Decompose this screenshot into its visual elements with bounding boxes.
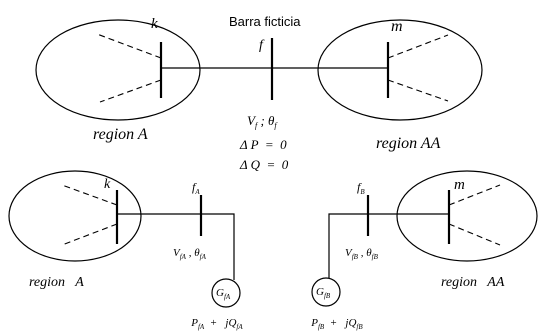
region-aa-ellipse (317, 19, 483, 121)
bottom-left-diagram: k fA region A VfA , θfA GfA PfA + jQfA (8, 170, 256, 332)
power-injection-fa: PfA + jQfA (172, 317, 256, 332)
region-a-ellipse-split (8, 170, 142, 262)
generator-fb-circle (311, 277, 341, 307)
generator-fb-label: GfB (316, 286, 331, 300)
bus-fb-label: fB (357, 180, 365, 196)
region-a-label-split: region A (29, 275, 84, 290)
delta-q-equation: Δ Q = 0 (239, 157, 289, 172)
dashed-branch-aa-upper-split (448, 184, 501, 206)
dashed-branch-aa-lower (387, 79, 449, 102)
region-aa-ellipse-split (396, 170, 538, 262)
generator-fa-circle (211, 278, 241, 308)
dashed-branch-a-upper (96, 33, 162, 59)
generator-fa-connection (201, 213, 235, 280)
dashed-branch-aa-upper (387, 34, 449, 59)
top-diagram: k m Barra ficticia f region A region AA … (35, 14, 483, 172)
bus-m-label: m (391, 18, 403, 35)
fb-voltage-angle: VfB , θfB (345, 247, 379, 261)
dashed-branch-aa-lower-split (448, 223, 501, 246)
fa-voltage-angle: VfA , θfA (173, 247, 207, 261)
region-a-ellipse (35, 19, 201, 121)
dashed-branch-a-lower-split (61, 223, 118, 246)
dashed-branch-a-lower (99, 79, 162, 103)
fictitious-bus-title: Barra ficticia (229, 14, 301, 29)
delta-p-equation: Δ P = 0 (239, 137, 287, 152)
bus-k-label: k (151, 16, 158, 32)
bus-k-label-split: k (104, 177, 111, 192)
generator-fb-connection (328, 213, 368, 278)
bus-f-label: f (259, 38, 265, 53)
bottom-right-diagram: m fB region AA VfB , θfB GfB PfB + jQfB (292, 170, 538, 332)
region-aa-label-split: region AA (441, 275, 505, 290)
power-injection-fb: PfB + jQfB (292, 317, 376, 332)
bus-m-label-split: m (454, 177, 465, 193)
region-a-label: region A (93, 126, 148, 143)
generator-fa-label: GfA (216, 287, 231, 301)
fictitious-bus-voltage: Vf ; θf (247, 113, 278, 130)
bus-fa-label: fA (192, 180, 200, 196)
region-aa-label: region AA (376, 135, 441, 152)
